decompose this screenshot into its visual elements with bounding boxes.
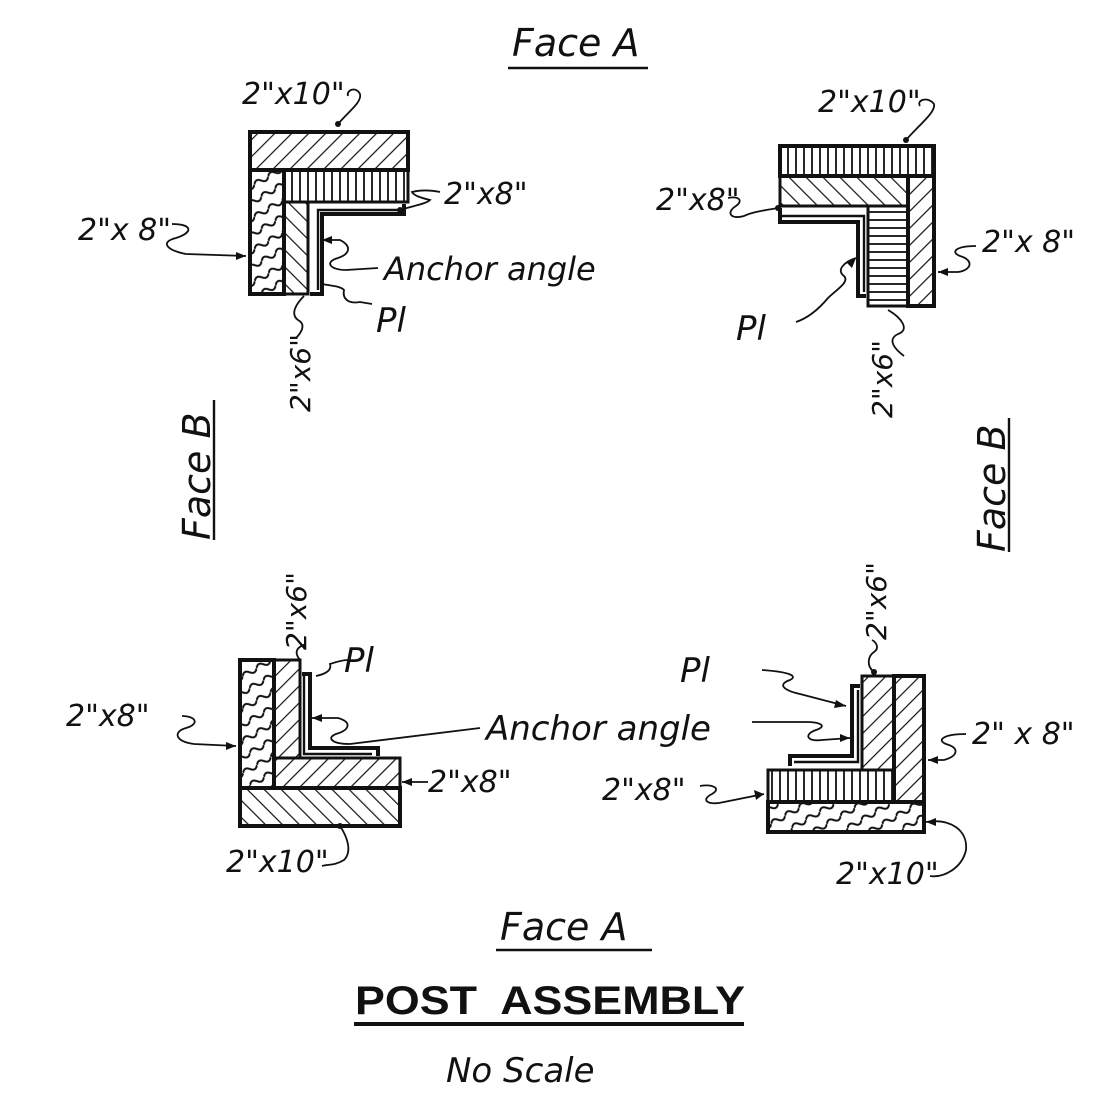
tr-2x10-label: 2"x10" bbox=[818, 85, 921, 120]
tr-plate-label: Pl bbox=[736, 309, 767, 349]
corner-bottom-right: 2"x6" Pl 2" x 8" 2"x8" 2"x10" bbox=[602, 562, 1075, 892]
tl-board-2x8-face bbox=[248, 168, 286, 296]
br-plate-label: Pl bbox=[680, 651, 711, 691]
tr-board-2x10 bbox=[778, 144, 936, 178]
bl-2x6-label: 2"x6" bbox=[280, 572, 313, 650]
br-board-2x8-face bbox=[892, 674, 926, 804]
face-a-top-label: Face A bbox=[512, 21, 640, 65]
tl-2x6-label: 2"x6" bbox=[284, 334, 317, 412]
face-b-left-label: Face B bbox=[175, 412, 219, 540]
face-b-right-label: Face B bbox=[970, 424, 1014, 552]
bl-board-2x6 bbox=[272, 658, 302, 760]
bl-anchor-angle-label: Anchor angle bbox=[484, 709, 711, 749]
tl-plate bbox=[316, 208, 404, 290]
bl-2x8-face-label: 2"x8" bbox=[66, 699, 150, 734]
tl-2x8-face-label: 2"x 8" bbox=[78, 213, 171, 248]
bl-2x10-label: 2"x10" bbox=[226, 845, 329, 880]
tr-board-2x8-face bbox=[906, 174, 936, 308]
bl-board-2x10 bbox=[238, 786, 402, 828]
tr-board-2x8-inner bbox=[778, 174, 910, 208]
br-2x8-inner-label: 2"x8" bbox=[602, 773, 686, 808]
br-2x10-label: 2"x10" bbox=[836, 857, 939, 892]
tl-2x8-inner-label: 2"x8" bbox=[444, 177, 528, 212]
br-anchor-angle bbox=[788, 684, 860, 766]
tr-anchor-angle bbox=[778, 208, 866, 298]
face-b-right-group: Face B bbox=[970, 424, 1014, 552]
tr-2x8-inner-label: 2"x8" bbox=[656, 183, 740, 218]
tr-plate bbox=[780, 214, 866, 292]
tl-anchor-angle-label: Anchor angle bbox=[382, 250, 596, 288]
bl-board-2x8-inner bbox=[272, 756, 402, 790]
tl-board-2x6 bbox=[282, 200, 310, 296]
scale-note: No Scale bbox=[446, 1051, 595, 1091]
bl-board-2x8-face bbox=[238, 658, 276, 790]
bl-2x8-inner-label: 2"x8" bbox=[428, 765, 512, 800]
tl-2x10-label: 2"x10" bbox=[242, 77, 345, 112]
br-board-2x6 bbox=[860, 674, 896, 772]
corner-bottom-left: 2"x6" Pl 2"x8" Anchor angle 2"x8" 2"x10" bbox=[66, 572, 711, 880]
tl-plate-label: Pl bbox=[376, 301, 407, 341]
face-b-left-group: Face B bbox=[175, 412, 219, 540]
bl-anchor-angle bbox=[302, 672, 380, 756]
tr-board-2x6 bbox=[866, 204, 910, 308]
br-board-2x10 bbox=[766, 800, 926, 834]
tl-board-2x8-inner bbox=[282, 168, 410, 204]
bl-plate bbox=[302, 676, 372, 756]
br-board-2x8-inner bbox=[766, 768, 896, 804]
bl-plate-label: Pl bbox=[344, 641, 375, 681]
corner-top-right: 2"x10" 2"x8" 2"x 8" Pl 2"x6" bbox=[656, 85, 1075, 418]
br-2x6-label: 2"x6" bbox=[860, 562, 893, 640]
tr-2x6-label: 2"x6" bbox=[866, 340, 899, 418]
tl-board-2x10 bbox=[248, 130, 410, 172]
tr-2x8-face-label: 2"x 8" bbox=[982, 225, 1075, 260]
br-plate bbox=[794, 690, 860, 764]
corner-top-left: 2"x10" 2"x8" 2"x 8" Anchor angle Pl 2"x6… bbox=[78, 77, 596, 412]
br-2x8-face-label: 2" x 8" bbox=[972, 717, 1075, 752]
face-a-bottom-label: Face A bbox=[500, 905, 628, 949]
post-assembly-title: POST ASSEMBLY bbox=[355, 979, 745, 1023]
